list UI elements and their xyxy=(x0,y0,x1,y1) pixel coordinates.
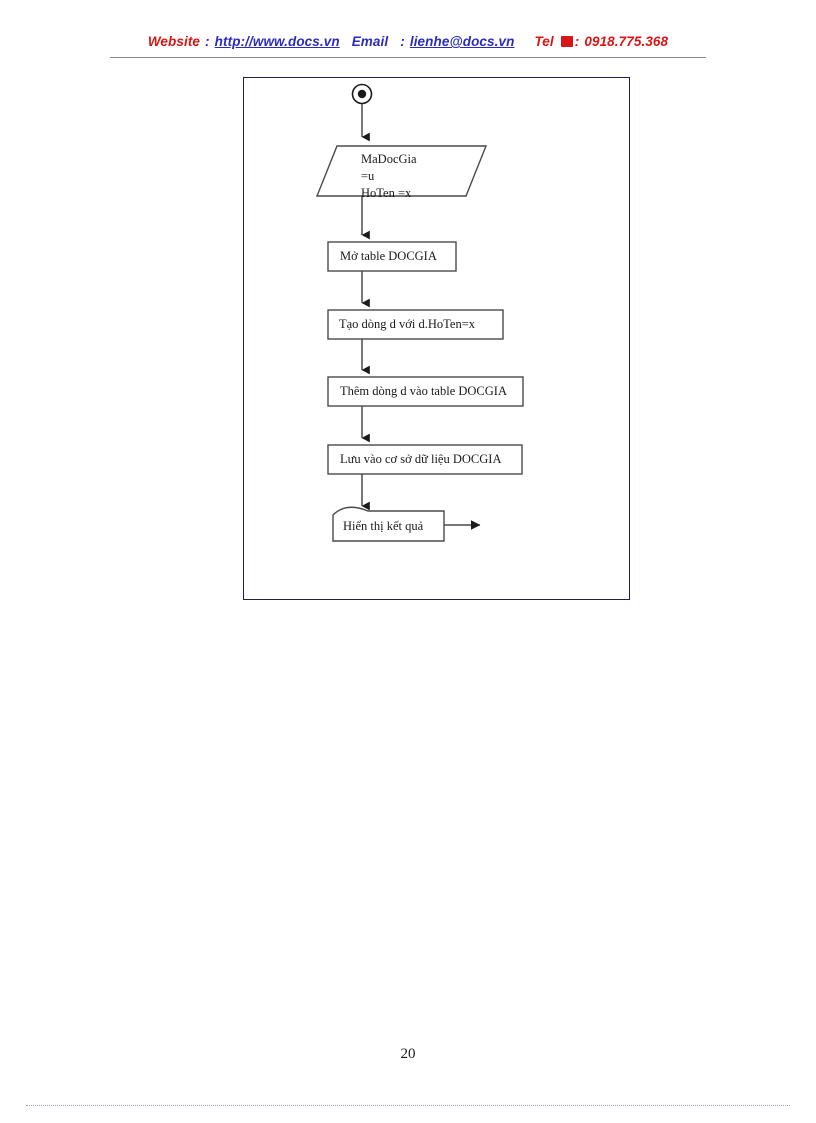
header-tel-label: Tel xyxy=(534,34,554,49)
input-line-3: HoTen =x xyxy=(361,185,412,200)
node-save-db-label: Lưu vào cơ sở dữ liệu DOCGIA xyxy=(340,452,502,466)
node-create-row[interactable] xyxy=(327,309,504,340)
header-divider xyxy=(110,57,706,58)
node-open-table-label: Mở table DOCGIA xyxy=(340,249,437,263)
node-input-docgia[interactable] xyxy=(315,145,488,197)
header-website-label: Website xyxy=(147,34,201,49)
footer-divider xyxy=(26,1105,790,1106)
input-line-1: MaDocGia xyxy=(361,152,417,166)
header-colon-2: : xyxy=(400,34,405,49)
node-save-db[interactable] xyxy=(327,444,523,475)
header-phone-number: 0918.775.368 xyxy=(584,34,669,49)
node-input-docgia-label: MaDocGia =u HoTen =x xyxy=(361,151,417,202)
node-show-result[interactable] xyxy=(332,506,445,542)
node-add-row-label: Thêm dòng d vào table DOCGIA xyxy=(340,384,507,398)
input-line-2: =u xyxy=(361,168,375,183)
document-header: Website: http://www.docs.vn Email: lienhe@d… xyxy=(0,34,816,58)
node-add-row[interactable] xyxy=(327,376,524,407)
node-start[interactable] xyxy=(351,83,373,105)
page-number: 20 xyxy=(400,1046,416,1062)
telephone-icon xyxy=(560,36,573,47)
node-show-result-label: Hiển thị kết quả xyxy=(343,519,424,533)
flowchart-canvas xyxy=(315,83,524,542)
node-create-row-label: Tạo dòng d với d.HoTen=x xyxy=(339,317,476,331)
header-colon-3: : xyxy=(574,34,580,49)
node-open-table[interactable] xyxy=(327,241,457,272)
header-colon-1: : xyxy=(205,34,210,49)
header-email-label: Email xyxy=(351,34,389,49)
flowchart-frame: MaDocGia =u HoTen =x Mở table DOCGIA Tạo… xyxy=(243,77,630,600)
header-email-link[interactable]: lienhe@docs.vn xyxy=(409,34,515,49)
header-website-link[interactable]: http://www.docs.vn xyxy=(214,34,340,49)
